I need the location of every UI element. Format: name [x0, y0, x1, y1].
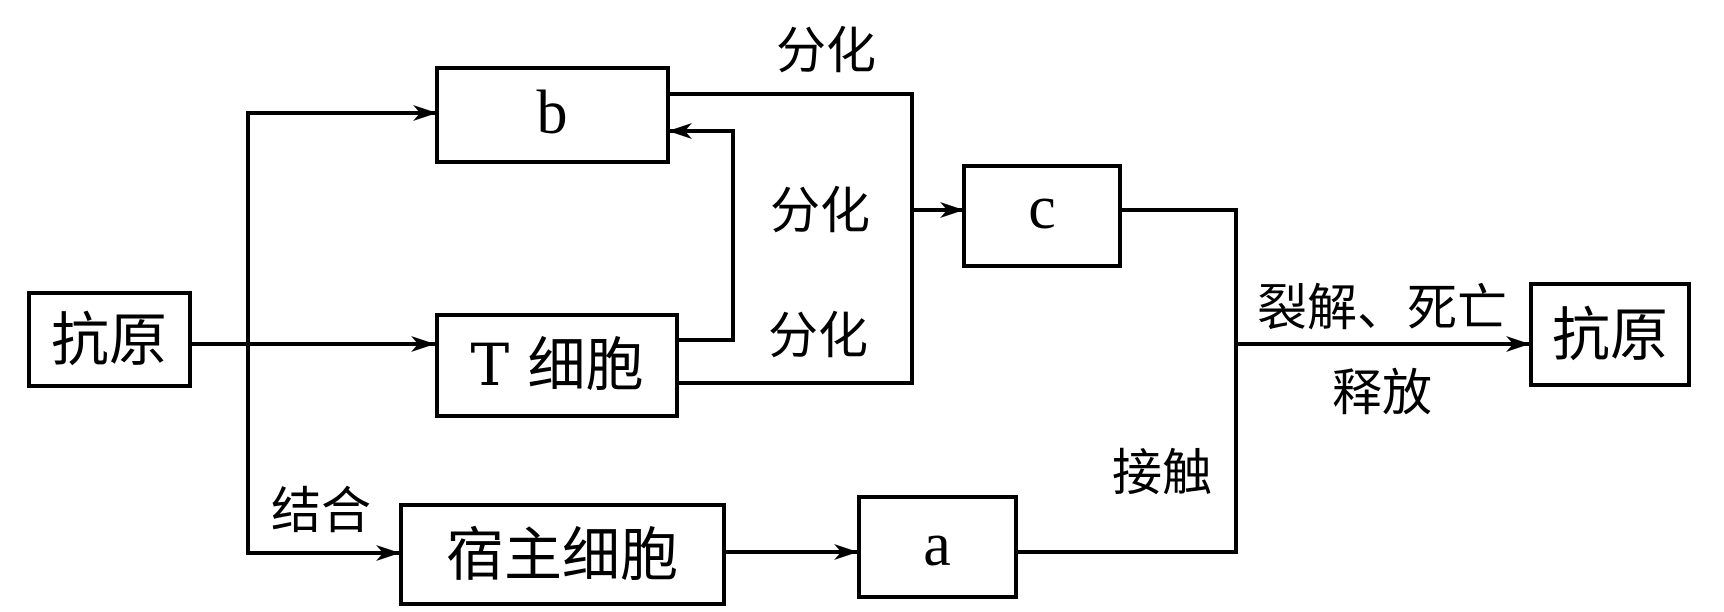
label-tcell-to-b-differentiation: 分化: [770, 182, 870, 240]
a-label: a: [923, 511, 951, 579]
label-b-differentiation: 分化: [776, 22, 876, 80]
arrow-tcell-to-b: [668, 123, 735, 342]
c-box: [962, 164, 1122, 268]
label-tcell-to-c-differentiation: 分化: [768, 307, 868, 365]
node-a: a: [857, 495, 1018, 599]
c-label: c: [1028, 174, 1056, 242]
label-binding: 结合: [271, 482, 371, 540]
line-b-to-c: [666, 92, 914, 385]
connectors: [188, 92, 1530, 561]
label-lysis-death: 裂解、死亡: [1257, 279, 1507, 337]
label-release: 释放: [1332, 364, 1432, 422]
antigen-right-box: [1529, 282, 1691, 387]
label-contact: 接触: [1112, 444, 1212, 502]
node-antigen-right: 抗原: [1529, 282, 1691, 387]
a-box: [857, 495, 1018, 599]
t-cell-label: T 细胞: [470, 331, 643, 399]
node-antigen-left: 抗原: [27, 291, 192, 388]
antigen-left-box: [27, 291, 192, 388]
node-t-cell: T 细胞: [435, 313, 679, 418]
node-c: c: [962, 164, 1122, 268]
antigen-right-label: 抗原: [1552, 301, 1668, 369]
host-cell-box: [399, 503, 726, 606]
b-label: b: [537, 79, 568, 147]
b-box: [435, 66, 670, 164]
t-cell-box: [435, 313, 679, 418]
host-cell-label: 宿主细胞: [446, 521, 678, 589]
line-c-a-contact: [1014, 208, 1238, 554]
antigen-left-label: 抗原: [51, 306, 167, 374]
arrow-antigen-to-b: [246, 105, 437, 555]
node-host-cell: 宿主细胞: [399, 503, 726, 606]
node-b: b: [435, 66, 670, 164]
